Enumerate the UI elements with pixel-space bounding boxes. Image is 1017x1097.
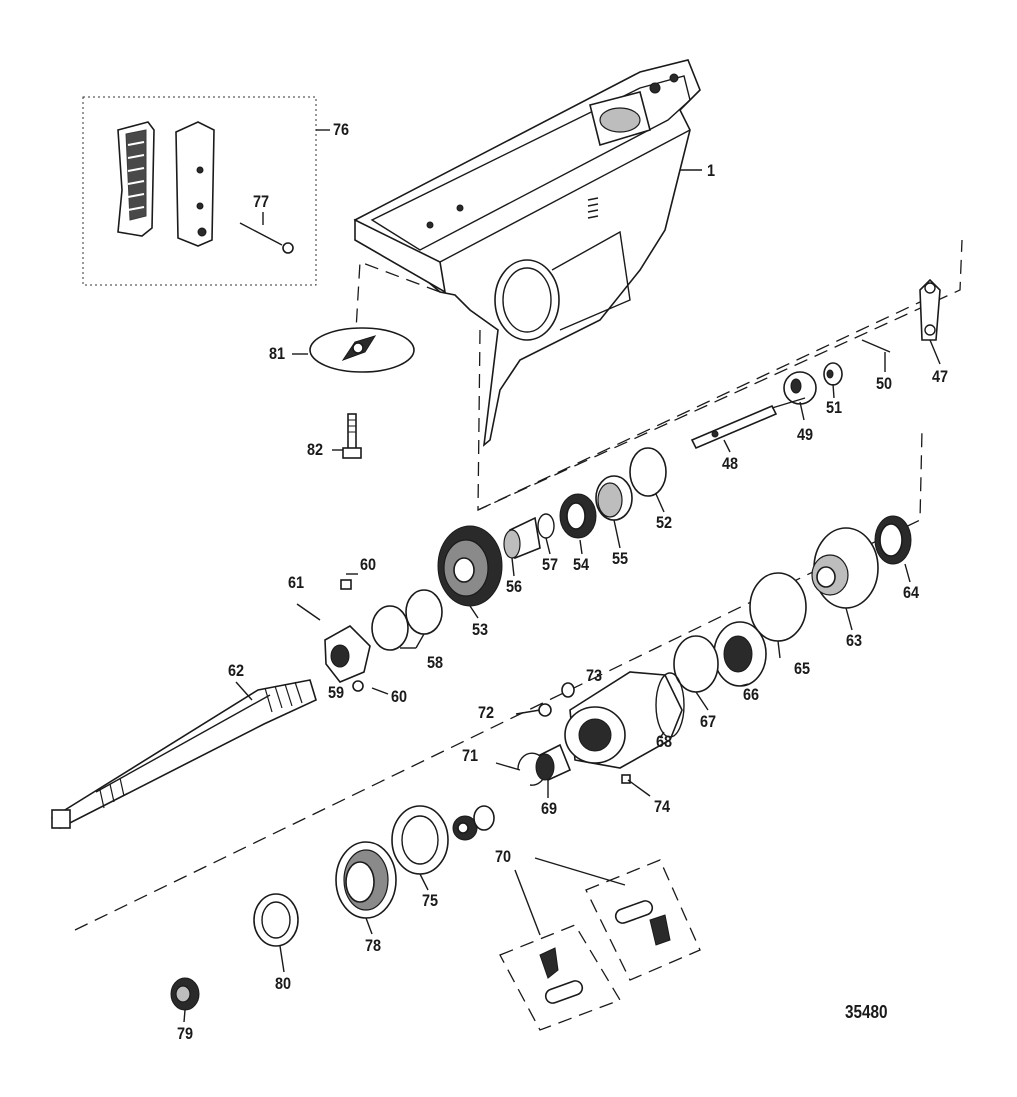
callout-49: 49 (797, 425, 814, 444)
callout-1: 1 (707, 161, 716, 180)
anode-kit-parts (117, 121, 294, 254)
bearing-cup-55 (595, 475, 633, 521)
shift-bracket (919, 278, 941, 341)
callout-48: 48 (722, 454, 739, 473)
callout-69: 69 (541, 799, 558, 818)
shift-shaft (690, 397, 806, 450)
callout-47: 47 (932, 367, 949, 386)
callout-52: 52 (656, 513, 673, 532)
callout-50: 50 (876, 374, 893, 393)
callout-65: 65 (794, 659, 811, 678)
thrust-bearing-78 (335, 841, 397, 919)
callout-74: 74 (654, 797, 671, 816)
cross-pin-61 (296, 603, 321, 621)
seal-tool-b (614, 900, 671, 946)
bearing-carrier-68 (564, 671, 685, 769)
o-ring-52 (629, 447, 667, 497)
callout-71: 71 (462, 746, 479, 765)
callout-76: 76 (333, 120, 350, 139)
kit-76-box (82, 96, 317, 286)
trim-tab (309, 327, 415, 373)
callout-81: 81 (269, 344, 286, 363)
callout-70: 70 (495, 847, 512, 866)
tab-washer-80 (253, 893, 299, 947)
seal-install-box-b (585, 859, 701, 981)
callout-67: 67 (700, 712, 717, 731)
callout-66: 66 (743, 685, 760, 704)
callout-77: 77 (253, 192, 270, 211)
callout-73: 73 (586, 666, 603, 685)
callout-57: 57 (542, 555, 559, 574)
snap-ring-57 (537, 513, 555, 539)
pin-74 (621, 774, 631, 784)
reverse-gear-53 (437, 525, 503, 607)
propeller-shaft (50, 679, 317, 830)
ball-bearing-66 (713, 621, 767, 687)
callout-75: 75 (422, 891, 439, 910)
prop-nut-79 (170, 977, 200, 1011)
callout-78: 78 (365, 936, 382, 955)
callout-60-top: 60 (360, 555, 377, 574)
retaining-ring-58a (405, 589, 443, 635)
callout-72: 72 (478, 703, 495, 722)
cotter-pin (861, 339, 891, 353)
callout-80: 80 (275, 974, 292, 993)
callout-68: 68 (656, 732, 673, 751)
gear-housing (353, 59, 701, 447)
seal-64 (874, 515, 912, 565)
callout-58: 58 (427, 653, 444, 672)
bushing-56 (503, 516, 541, 560)
callout-61: 61 (288, 573, 305, 592)
seal-tool-a (539, 947, 584, 1004)
callout-79: 79 (177, 1024, 194, 1043)
callout-59: 59 (328, 683, 345, 702)
needle-bearing-69 (535, 743, 572, 782)
shift-cam-assembly (783, 362, 843, 405)
detent-ball-60 (340, 579, 352, 590)
trim-tab-screw (342, 413, 362, 459)
tapered-bearing-54 (559, 493, 597, 539)
callout-53: 53 (472, 620, 489, 639)
detent-ball-60b (352, 680, 364, 692)
callout-54: 54 (573, 555, 590, 574)
callout-82: 82 (307, 440, 324, 459)
callout-56: 56 (506, 577, 523, 596)
retaining-ring-58b (371, 605, 409, 651)
forward-gear-63 (811, 527, 879, 609)
figure-number: 35480 (845, 1002, 888, 1022)
seal-install-box-a (499, 924, 621, 1031)
clutch-59 (324, 625, 371, 683)
callout-60-bottom: 60 (391, 687, 408, 706)
callout-62: 62 (228, 661, 245, 680)
thrust-hub-75 (391, 805, 449, 875)
callout-63: 63 (846, 631, 863, 650)
callout-51: 51 (826, 398, 843, 417)
washer-73 (561, 682, 575, 698)
callout-64: 64 (903, 583, 920, 602)
callout-55: 55 (612, 549, 629, 568)
screw-72 (515, 703, 552, 717)
seals-70 (452, 805, 495, 841)
